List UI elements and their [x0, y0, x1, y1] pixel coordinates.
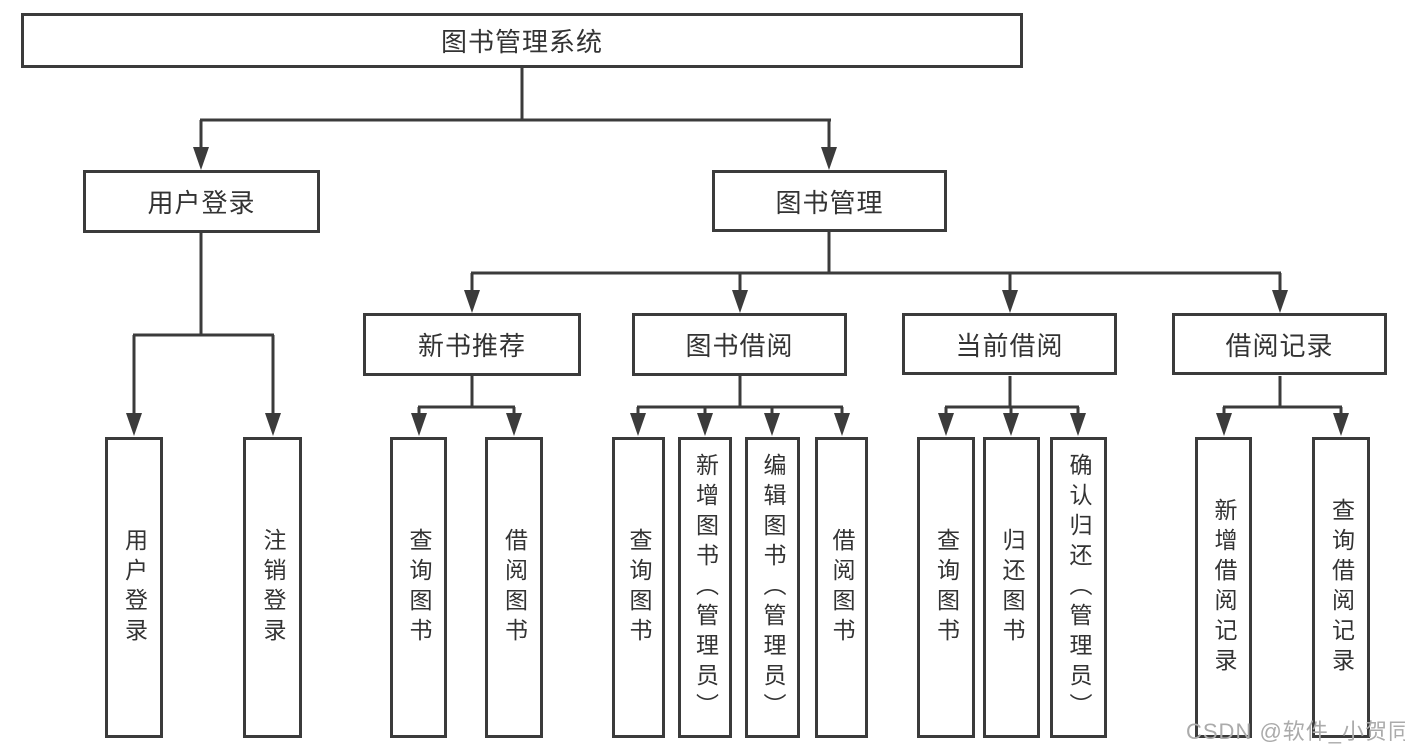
leaf-add-borrow-record: 新增借阅记录 [1195, 437, 1252, 738]
node-book-borrowing: 图书借阅 [632, 313, 847, 376]
node-current-borrowing: 当前借阅 [902, 313, 1117, 375]
node-borrowing-records: 借阅记录 [1172, 313, 1387, 375]
csdn-watermark: CSDN @软件_小贺同学 [1186, 719, 1405, 744]
node-user-login: 用户登录 [83, 170, 320, 233]
node-new-book-recommend: 新书推荐 [363, 313, 581, 376]
leaf-add-book-admin: 新增图书（管理员） [678, 437, 732, 738]
leaf-user-login: 用户登录 [105, 437, 163, 738]
leaf-borrow-books-2: 借阅图书 [815, 437, 868, 738]
node-system-title: 图书管理系统 [21, 13, 1023, 68]
leaf-borrow-books-1: 借阅图书 [485, 437, 543, 738]
leaf-query-books-3: 查询图书 [917, 437, 975, 738]
leaf-query-books-2: 查询图书 [612, 437, 665, 738]
leaf-edit-book-admin: 编辑图书（管理员） [745, 437, 800, 738]
leaf-query-books-1: 查询图书 [390, 437, 447, 738]
leaf-logout: 注销登录 [243, 437, 302, 738]
leaf-return-books: 归还图书 [983, 437, 1040, 738]
leaf-confirm-return-admin: 确认归还（管理员） [1050, 437, 1107, 738]
node-book-management: 图书管理 [712, 170, 947, 232]
leaf-query-borrow-record: 查询借阅记录 [1312, 437, 1370, 738]
